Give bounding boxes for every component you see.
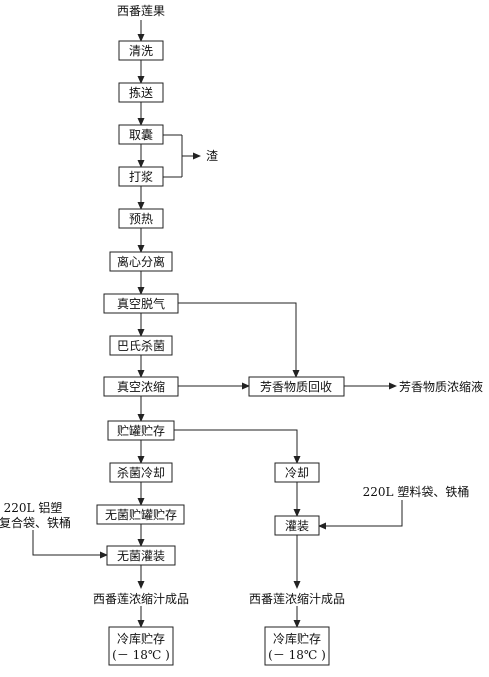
labels: 西番莲果 清洗 拣送 取囊 打浆 渣 预热 离心分离 真空脱气 巴氏杀菌 真空浓… <box>0 4 483 662</box>
node-fill: 灌装 <box>285 519 309 533</box>
node-sterile-cool: 杀菌冷却 <box>117 465 165 480</box>
node-raw: 西番莲果 <box>117 4 165 18</box>
node-preheat: 预热 <box>129 212 153 226</box>
node-sort: 拣送 <box>129 85 153 100</box>
connectors <box>32 20 403 628</box>
box-aseptic-fill <box>106 545 176 566</box>
boxes <box>96 40 345 666</box>
node-concentrate: 真空浓缩 <box>117 379 165 394</box>
node-cold-right-line2: (－ 18℃ ) <box>268 648 326 662</box>
node-cool: 冷却 <box>285 466 309 480</box>
node-aroma-recovery: 芳香物质回收 <box>260 380 332 394</box>
node-residue: 渣 <box>206 149 218 163</box>
node-tank-store: 贮罐贮存 <box>117 423 165 438</box>
box-cool <box>274 462 320 483</box>
node-package-left-line1: 220L 铝塑 <box>4 500 63 515</box>
box-cold-left <box>108 626 174 666</box>
box-sterile-cool <box>109 462 173 483</box>
box-sac <box>118 124 164 145</box>
arrow-tank-cool <box>174 429 301 464</box>
arrow-packleft-fill <box>32 530 108 559</box>
node-centrifuge: 离心分离 <box>117 254 165 269</box>
box-tank-store <box>107 420 175 441</box>
node-pulp: 打浆 <box>129 169 153 184</box>
box-centrifuge <box>109 251 173 272</box>
node-pasteurize: 巴氏杀菌 <box>117 338 165 353</box>
node-aseptic-fill: 无菌灌装 <box>117 549 165 563</box>
box-concentrate <box>103 376 179 397</box>
arrow-deaerate-aroma <box>178 302 300 378</box>
box-aseptic-tank <box>96 504 185 525</box>
node-wash: 清洗 <box>129 44 153 58</box>
box-pulp <box>118 166 164 187</box>
node-product-right: 西番莲浓缩汁成品 <box>249 591 345 606</box>
box-sort <box>118 82 164 103</box>
node-cold-right-line1: 冷库贮存 <box>273 631 321 646</box>
box-deaerate <box>103 293 179 314</box>
box-aroma-recovery <box>248 376 345 397</box>
node-aroma-liquid: 芳香物质浓缩液 <box>399 379 483 394</box>
box-pasteurize <box>109 335 173 356</box>
node-sac: 取囊 <box>129 127 153 142</box>
arrow-packright-fill <box>318 500 403 530</box>
node-package-left-line2: 复合袋、铁桶 <box>0 515 71 530</box>
node-cold-left-line1: 冷库贮存 <box>117 631 165 646</box>
node-product-left: 西番莲浓缩汁成品 <box>93 591 189 606</box>
node-package-right: 220L 塑料袋、铁桶 <box>363 484 470 499</box>
node-deaerate: 真空脱气 <box>117 296 165 311</box>
node-cold-left-line2: (－ 18℃ ) <box>112 648 170 662</box>
box-fill <box>274 515 320 536</box>
box-cold-right <box>264 626 330 666</box>
box-preheat <box>118 208 164 229</box>
box-wash <box>118 40 164 61</box>
node-aseptic-tank: 无菌贮罐贮存 <box>105 507 177 522</box>
